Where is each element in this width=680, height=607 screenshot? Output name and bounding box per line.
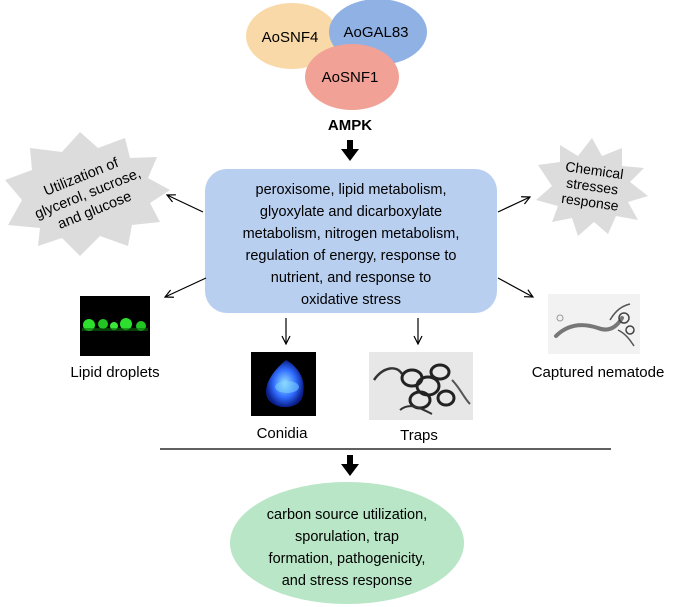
- aogal83-label: AoGAL83: [343, 24, 408, 41]
- right-burst-line-2: stresses: [565, 174, 619, 197]
- arrow-to-left-burst: [167, 195, 204, 213]
- right-burst-text: Chemical stresses response: [560, 158, 624, 214]
- lipid-droplets-label: Lipid droplets: [70, 364, 159, 381]
- center-line-5: nutrient, and response to: [271, 270, 431, 286]
- aosnf4-ellipse: [246, 3, 338, 69]
- conidia-label: Conidia: [257, 425, 309, 442]
- center-line-1: peroxisome, lipid metabolism,: [256, 182, 447, 198]
- summary-line-3: formation, pathogenicity,: [269, 551, 426, 567]
- lipid-droplets-image: [80, 296, 150, 356]
- arrow-to-lipid-droplets: [165, 277, 207, 297]
- center-line-2: glyoxylate and dicarboxylate: [260, 204, 442, 220]
- right-burst-line-3: response: [560, 190, 619, 214]
- left-burst-shape: [5, 132, 170, 256]
- summary-line-2: sporulation, trap: [295, 529, 399, 545]
- right-burst-shape: [536, 138, 648, 236]
- aosnf1-label: AoSNF1: [322, 69, 379, 86]
- aosnf4-label: AoSNF4: [262, 29, 319, 46]
- center-line-4: regulation of energy, response to: [246, 248, 457, 264]
- center-line-6: oxidative stress: [301, 292, 401, 308]
- summary-line-1: carbon source utilization,: [267, 507, 427, 523]
- summary-text: carbon source utilization, sporulation, …: [267, 507, 427, 589]
- ampk-down-arrow: [341, 140, 359, 161]
- center-box: [205, 169, 497, 313]
- captured-nematode-image: [548, 294, 640, 354]
- traps-image: [369, 352, 473, 420]
- center-box-text: peroxisome, lipid metabolism, glyoxylate…: [243, 182, 460, 308]
- ampk-label: AMPK: [328, 117, 372, 134]
- aosnf1-ellipse: [305, 44, 399, 110]
- summary-ellipse: [230, 482, 464, 604]
- captured-nematode-label: Captured nematode: [532, 364, 665, 381]
- summary-down-arrow: [341, 455, 359, 476]
- traps-label: Traps: [400, 427, 438, 444]
- summary-line-4: and stress response: [282, 573, 413, 589]
- arrow-to-captured-nematode: [497, 277, 533, 297]
- conidia-image: [251, 352, 316, 416]
- arrow-to-right-burst: [497, 197, 530, 213]
- center-line-3: metabolism, nitrogen metabolism,: [243, 226, 460, 242]
